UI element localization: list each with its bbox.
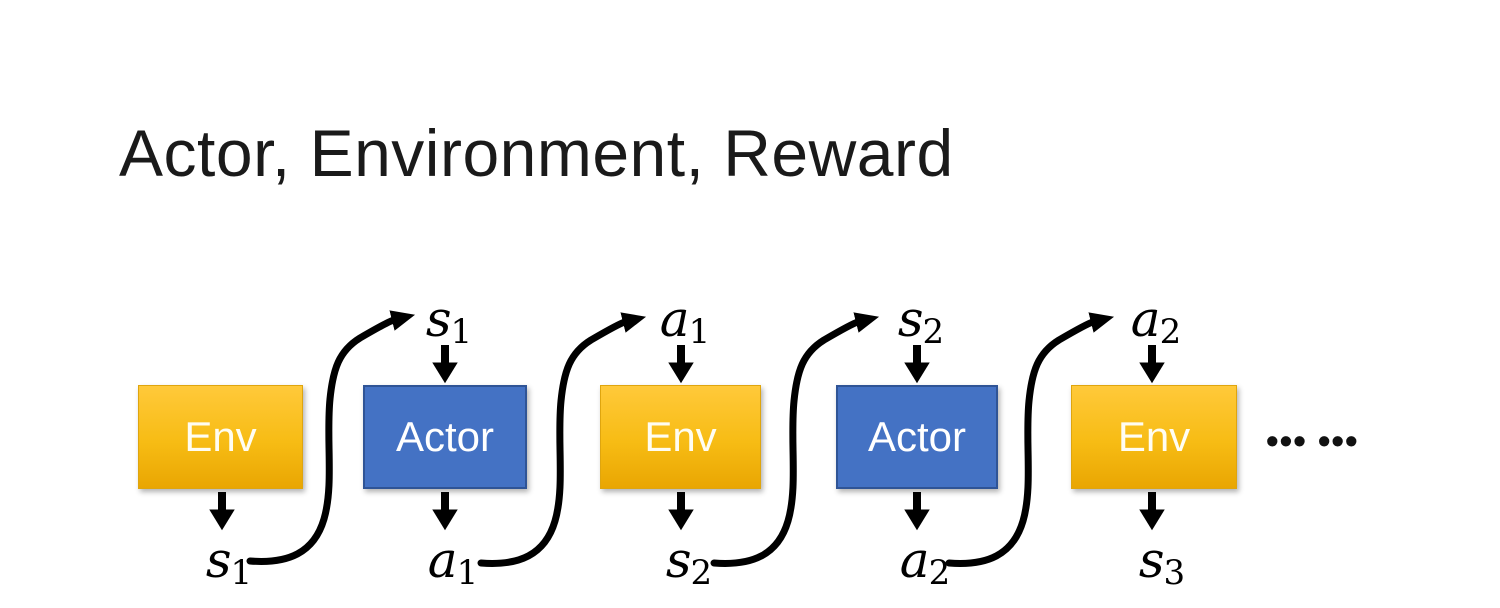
math-subscript: 3 xyxy=(1163,553,1186,594)
top-action-label-a1: a1 xyxy=(630,294,740,349)
top-action-label-a2: a2 xyxy=(1101,294,1211,349)
actor-box-2: Actor xyxy=(836,385,998,489)
math-subscript: 1 xyxy=(688,312,711,353)
curved-flow-arrow-icon xyxy=(246,310,1115,567)
top-down-arrow-icon xyxy=(432,345,1165,384)
math-subscript: 1 xyxy=(450,312,473,353)
math-var: s xyxy=(1138,531,1165,589)
math-subscript: 2 xyxy=(690,553,713,594)
actor-box-label: Actor xyxy=(395,413,495,460)
bottom-down-arrow-icon xyxy=(209,492,1165,531)
bottom-action-label-a2: a2 xyxy=(870,535,980,590)
env-box-2: Env xyxy=(600,385,761,489)
math-subscript: 2 xyxy=(922,312,945,353)
top-state-label-s1: s1 xyxy=(394,294,504,349)
math-var: a xyxy=(659,290,690,348)
math-var: s xyxy=(425,290,452,348)
math-var: a xyxy=(1130,290,1161,348)
math-subscript: 1 xyxy=(230,553,253,594)
env-box-3: Env xyxy=(1071,385,1237,489)
actor-box-label: Actor xyxy=(867,413,967,460)
math-var: s xyxy=(897,290,924,348)
top-state-label-s2: s2 xyxy=(866,294,976,349)
bottom-state-label-s3: s3 xyxy=(1107,535,1217,590)
continuation-dots: ••• ••• xyxy=(1266,420,1359,461)
actor-box-1: Actor xyxy=(363,385,527,489)
math-var: s xyxy=(205,531,232,589)
env-box-1: Env xyxy=(138,385,303,489)
bottom-state-label-s1: s1 xyxy=(174,535,284,590)
bottom-state-label-s2: s2 xyxy=(634,535,744,590)
math-subscript: 2 xyxy=(928,553,951,594)
math-subscript: 2 xyxy=(1159,312,1182,353)
env-box-label: Env xyxy=(184,413,257,460)
math-var: s xyxy=(665,531,692,589)
math-var: a xyxy=(899,531,930,589)
bottom-action-label-a1: a1 xyxy=(398,535,508,590)
env-box-label: Env xyxy=(644,413,717,460)
env-box-label: Env xyxy=(1117,413,1191,460)
math-var: a xyxy=(427,531,458,589)
page-title: Actor, Environment, Reward xyxy=(119,116,954,190)
math-subscript: 1 xyxy=(456,553,479,594)
